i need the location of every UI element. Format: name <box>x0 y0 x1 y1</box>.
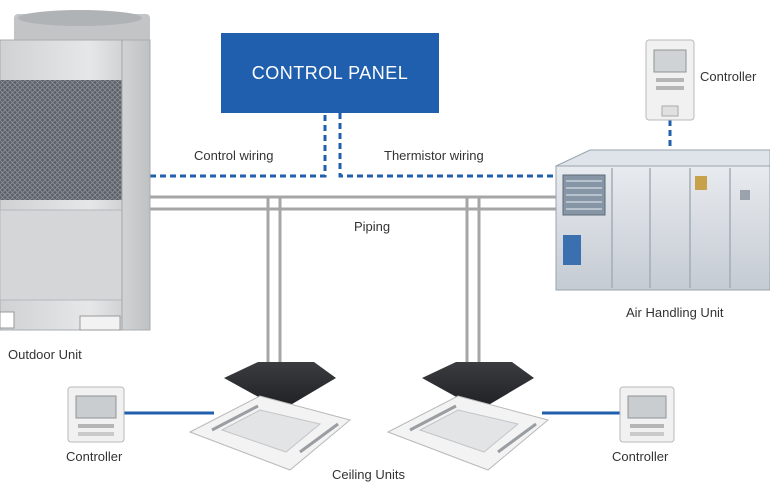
air-handling-unit-label: Air Handling Unit <box>626 305 724 320</box>
ceiling-unit-right <box>386 362 550 471</box>
controller-right-label: Controller <box>612 449 669 464</box>
thermistor-wiring-label: Thermistor wiring <box>384 148 484 163</box>
thermistor-wiring-line <box>338 113 556 178</box>
control-wiring-line <box>150 113 327 178</box>
ceiling-unit-left <box>188 362 352 471</box>
controller-right-device <box>619 386 675 443</box>
control-panel: CONTROL PANEL <box>221 33 439 113</box>
outdoor-unit <box>0 10 151 331</box>
air-handling-unit <box>555 149 770 291</box>
piping-label: Piping <box>354 219 391 234</box>
control-wiring-label: Control wiring <box>194 148 274 163</box>
ceiling-units-label: Ceiling Units <box>332 467 405 482</box>
piping <box>150 195 556 366</box>
controller-left-label: Controller <box>66 449 123 464</box>
controller-top-device <box>645 39 695 121</box>
controller-left-device <box>67 386 125 443</box>
control-panel-label: CONTROL PANEL <box>251 62 409 83</box>
controller-top-label: Controller <box>700 69 757 84</box>
outdoor-unit-label: Outdoor Unit <box>8 347 82 362</box>
